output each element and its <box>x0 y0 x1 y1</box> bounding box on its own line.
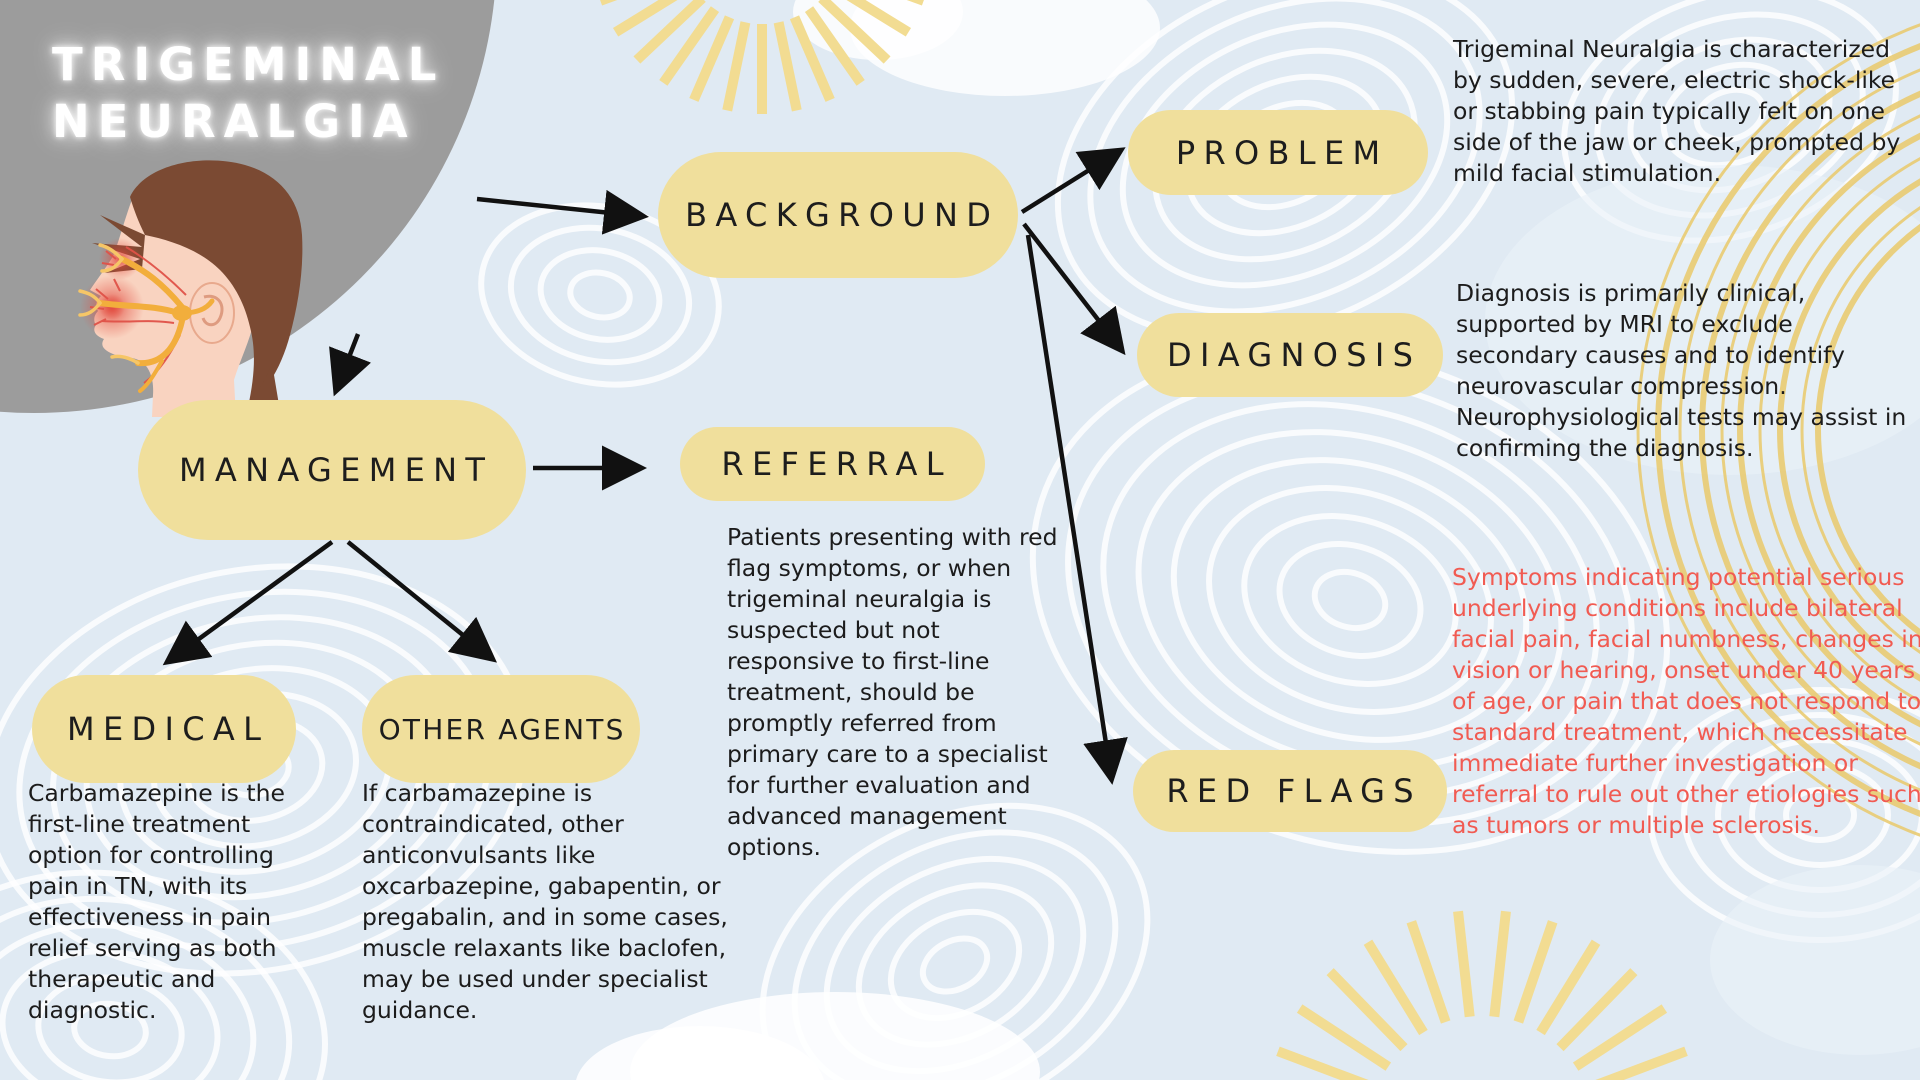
node-referral-label: REFERRAL <box>721 445 952 483</box>
node-management-label: MANAGEMENT <box>179 451 494 489</box>
node-other-agents: OTHER AGENTS <box>362 675 640 783</box>
node-background: BACKGROUND <box>658 152 1018 278</box>
node-red-flags: RED FLAGS <box>1133 750 1447 832</box>
title-line-1: TRIGEMINAL <box>52 38 445 91</box>
hair-fringe <box>92 215 145 273</box>
arrow-background-to-diagnosis <box>1022 222 1126 356</box>
node-diagnosis-label: DIAGNOSIS <box>1167 336 1422 374</box>
node-medical-label: MEDICAL <box>67 710 270 748</box>
hair <box>130 160 303 407</box>
trigeminal-nerve-branches <box>78 243 215 393</box>
problem-description: Trigeminal Neuralgia is characterized by… <box>1453 35 1901 187</box>
arrow-circle-to-management <box>329 333 372 397</box>
node-diagnosis: DIAGNOSIS <box>1137 313 1443 397</box>
node-medical: MEDICAL <box>32 675 296 783</box>
node-problem-label: PROBLEM <box>1175 133 1389 172</box>
ear-inner-line <box>201 294 224 327</box>
sun-rays-top-icon <box>600 0 924 114</box>
node-referral: REFERRAL <box>680 427 985 501</box>
medical-description: Carbamazepine is the first-line treatmen… <box>28 779 285 1024</box>
nerve-ganglion <box>172 305 192 321</box>
arrow-circle-to-background <box>476 189 649 235</box>
node-problem: PROBLEM <box>1128 110 1428 195</box>
arrow-management-to-medical <box>162 540 334 666</box>
yellow-rings-icon <box>1636 23 1920 837</box>
node-red-flags-label: RED FLAGS <box>1166 772 1422 810</box>
diagnosis-description: Diagnosis is primarily clinical, support… <box>1456 279 1907 462</box>
node-background-label: BACKGROUND <box>685 196 1000 234</box>
arrow-background-to-redflags <box>1025 234 1128 785</box>
node-management: MANAGEMENT <box>138 400 526 540</box>
trigeminal-nerve-head-illustration <box>78 160 303 417</box>
red-flags-description: Symptoms indicating potential serious un… <box>1452 563 1920 839</box>
other-agents-description: If carbamazepine is contraindicated, oth… <box>362 779 728 1024</box>
title-line-2: NEURALGIA <box>52 95 416 148</box>
node-other-agents-label: OTHER AGENTS <box>378 712 626 746</box>
referral-description: Patients presenting with red flag sympto… <box>727 523 1058 861</box>
sun-rays-bottom-icon <box>1276 910 1688 1080</box>
page-title: TRIGEMINAL NEURALGIA <box>52 36 444 150</box>
arrow-background-to-problem <box>1020 147 1126 214</box>
cloud-shapes <box>576 0 1920 1080</box>
arrow-management-to-otheragents <box>346 540 497 663</box>
